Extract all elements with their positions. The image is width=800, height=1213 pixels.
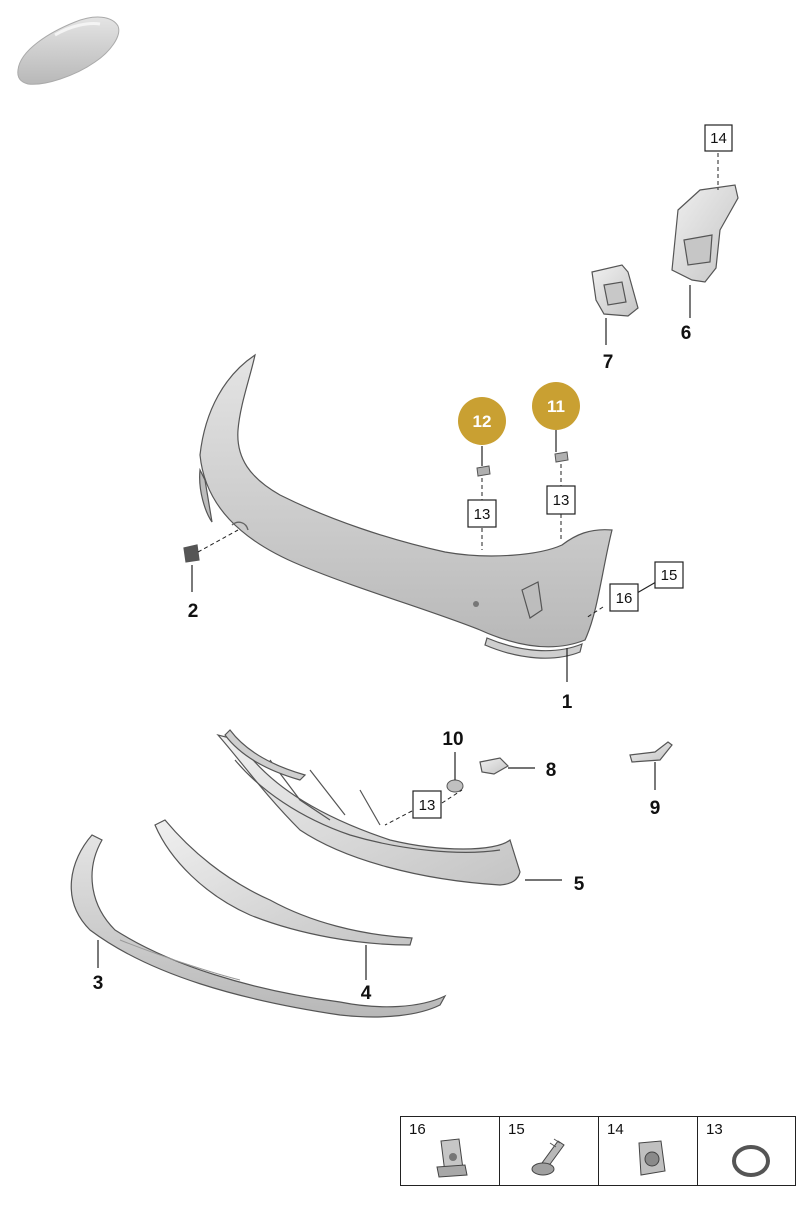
part-3-lip-spoiler — [70, 834, 447, 1018]
part-1-bumper-cover — [199, 353, 613, 659]
callout-5: 5 — [574, 874, 585, 895]
svg-text:13: 13 — [419, 797, 436, 814]
svg-text:11: 11 — [547, 397, 565, 416]
legend-cell-13[interactable]: 13 — [698, 1117, 796, 1185]
part-7-bracket — [591, 264, 639, 317]
ref-box-16: 16 — [609, 583, 639, 612]
callout-6: 6 — [681, 323, 692, 344]
svg-text:13: 13 — [474, 506, 491, 523]
legend-label: 13 — [706, 1121, 723, 1138]
legend-cell-15[interactable]: 15 — [500, 1117, 599, 1185]
svg-text:13: 13 — [553, 492, 570, 509]
legend-cell-14[interactable]: 14 — [599, 1117, 698, 1185]
svg-text:12: 12 — [473, 412, 492, 431]
callout-4: 4 — [361, 983, 372, 1004]
ref-box-13-right: 13 — [546, 485, 576, 515]
ref-box-13-lower: 13 — [412, 790, 442, 819]
callout-8: 8 — [546, 760, 557, 781]
legend-cell-16[interactable]: 16 — [401, 1117, 500, 1185]
ref-box-15: 15 — [654, 561, 684, 589]
vehicle-thumbnail-icon — [17, 16, 120, 85]
part-5-grille-frame — [216, 729, 521, 886]
callout-9: 9 — [650, 798, 661, 819]
part-12-screw — [476, 465, 491, 477]
ref-box-14: 14 — [704, 124, 733, 152]
part-4-spoiler — [154, 819, 413, 946]
part-8-bracket — [479, 757, 509, 775]
legend-label: 15 — [508, 1121, 525, 1138]
callout-7: 7 — [603, 352, 614, 373]
fastener-legend — [400, 1116, 796, 1186]
svg-text:15: 15 — [661, 567, 678, 584]
part-10-clip — [446, 779, 464, 793]
legend-label: 16 — [409, 1121, 426, 1138]
part-6-bracket — [671, 184, 739, 283]
spring-nut-icon — [638, 1140, 666, 1176]
highlight-callout-11[interactable]: 11 — [532, 382, 580, 430]
screw-icon — [531, 1138, 565, 1176]
part-11-screw — [554, 451, 569, 463]
callout-3: 3 — [93, 973, 104, 994]
legend-label: 14 — [607, 1121, 624, 1138]
part-2-cover — [183, 544, 200, 563]
callout-10: 10 — [442, 729, 463, 750]
part-9-trim — [629, 741, 673, 763]
callout-2: 2 — [188, 601, 199, 622]
callout-1: 1 — [562, 692, 573, 713]
clip-nut-icon — [436, 1138, 468, 1178]
svg-text:14: 14 — [710, 130, 727, 147]
highlight-callout-12[interactable]: 12 — [458, 397, 506, 445]
ref-box-13-left: 13 — [467, 499, 497, 528]
svg-text:16: 16 — [616, 590, 633, 607]
seal-ring-icon — [732, 1145, 770, 1177]
